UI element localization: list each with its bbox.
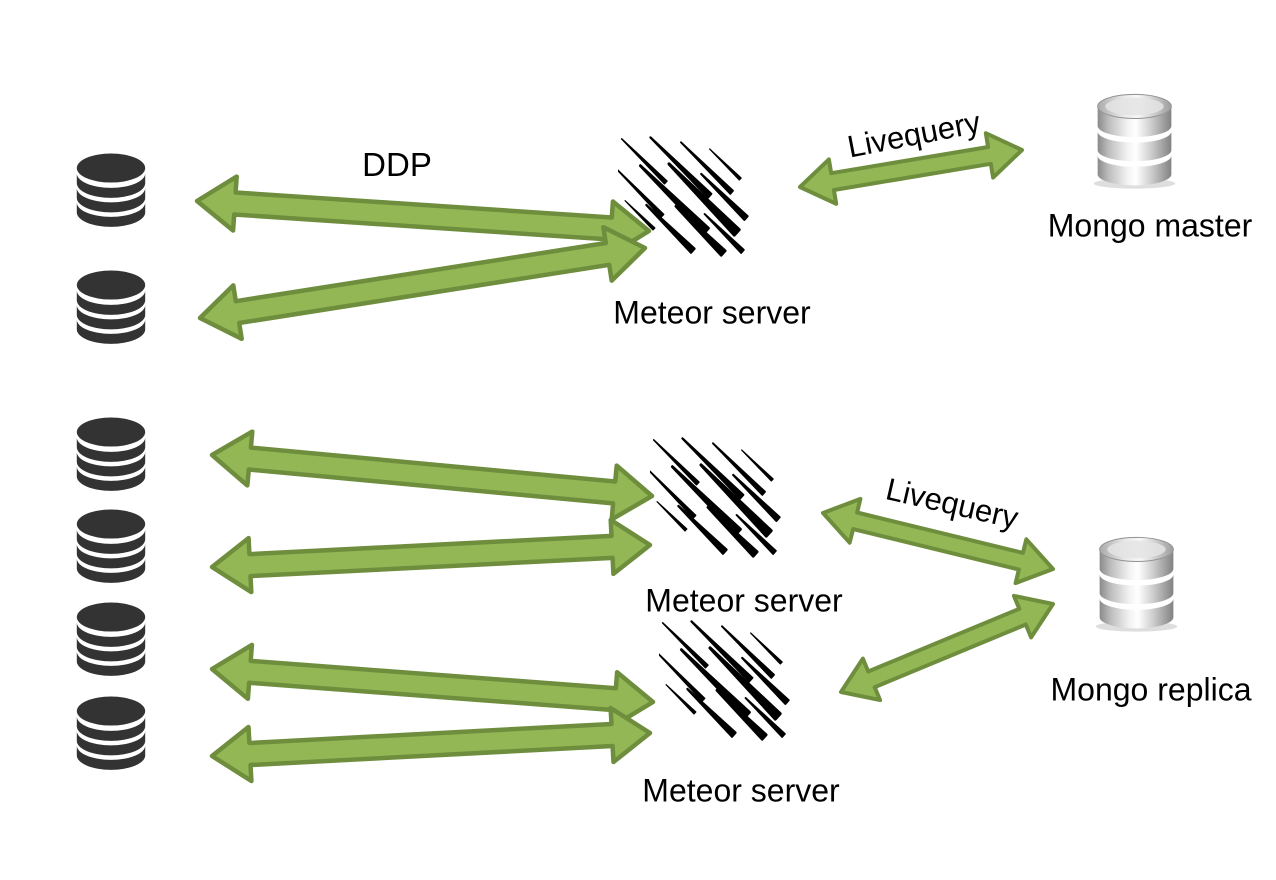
client-db-icon <box>73 601 149 685</box>
meteor-comet-icon <box>659 620 793 760</box>
double-headed-arrow <box>197 224 648 342</box>
client-db-icon <box>73 508 149 592</box>
double-headed-arrow <box>209 429 655 522</box>
double-headed-arrow <box>839 593 1055 703</box>
client-db-icon <box>73 416 149 500</box>
double-headed-arrow <box>209 517 653 595</box>
mongo-database-icon <box>1086 86 1183 190</box>
client-db-icon <box>73 152 149 236</box>
client-db-icon <box>73 269 149 353</box>
label-meteor-server-2: Meteor server <box>645 582 843 619</box>
double-headed-arrow <box>209 642 656 729</box>
label-meteor-server-1: Meteor server <box>613 294 811 331</box>
client-db-icon <box>73 695 149 779</box>
label-livequery-bottom: Livequery <box>882 471 1022 536</box>
label-meteor-server-3: Meteor server <box>642 772 840 809</box>
mongo-database-icon <box>1088 529 1185 633</box>
label-mongo-master: Mongo master <box>1047 207 1253 244</box>
meteor-comet-icon <box>650 437 784 577</box>
label-ddp: DDP <box>362 145 432 183</box>
label-mongo-replica: Mongo replica <box>1050 671 1252 708</box>
double-headed-arrow <box>194 174 652 258</box>
label-livequery-top: Livequery <box>844 104 984 165</box>
meteor-comet-icon <box>618 136 752 276</box>
double-headed-arrow <box>209 705 653 784</box>
